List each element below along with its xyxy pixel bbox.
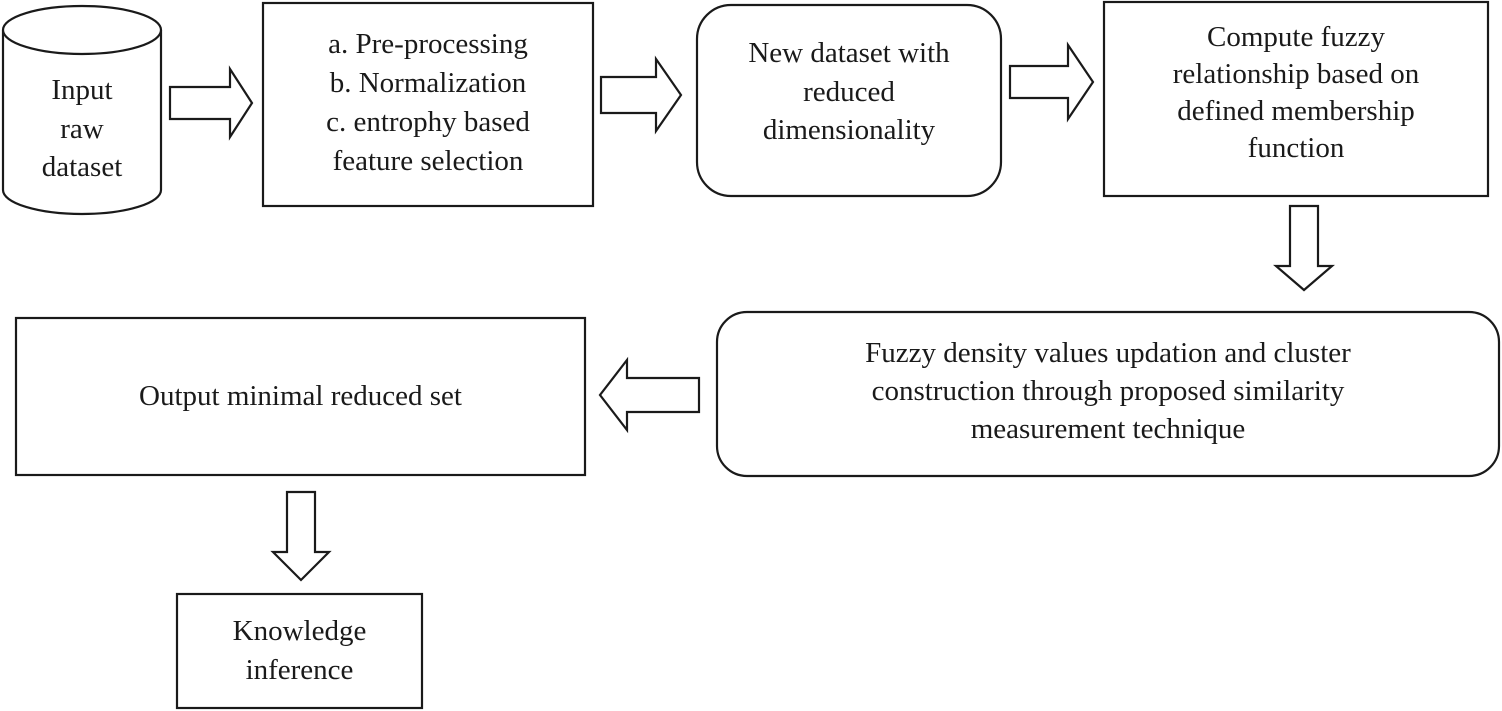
knowledge-label: Knowledge inference	[177, 594, 422, 708]
arrow-output-to-knowledge	[270, 490, 332, 582]
output-box	[14, 316, 587, 477]
fuzzy-density-line: measurement technique	[970, 412, 1246, 445]
arrow-steps-to-new-dataset	[599, 55, 683, 135]
fuzzy-density-label: Fuzzy density values updation and cluste…	[717, 318, 1499, 466]
input-label-line: raw	[60, 112, 104, 145]
step-entropy-selection-cont: feature selection	[332, 144, 524, 177]
compute-line: function	[1247, 132, 1345, 165]
input-dataset-label: Input raw dataset	[3, 54, 161, 204]
input-label-line: dataset	[41, 151, 123, 184]
fuzzy-density-line: construction through proposed similarity	[871, 375, 1345, 408]
output-line: Output minimal reduced set	[139, 380, 462, 413]
arrow-input-to-steps	[168, 65, 254, 141]
step-normalization: b. Normalization	[329, 67, 527, 100]
arrow-fuzzy-density-to-output	[598, 356, 701, 434]
input-label-line: Input	[51, 74, 113, 107]
arrow-compute-to-fuzzy-density	[1273, 204, 1335, 292]
new-dataset-line: New dataset with	[748, 37, 950, 70]
input-dataset-cylinder	[1, 4, 163, 216]
step-preprocessing: a. Pre-processing	[328, 28, 528, 61]
step-entropy-selection: c. entrophy based	[326, 106, 530, 138]
new-dataset-line: dimensionality	[762, 114, 936, 147]
preprocessing-steps-label: a. Pre-processing b. Normalization c. en…	[263, 8, 593, 198]
preprocessing-box	[261, 1, 595, 208]
new-dataset-line: reduced	[803, 75, 895, 108]
new-dataset-label: New dataset with reduced dimensionality	[697, 7, 1001, 177]
arrow-new-dataset-to-compute	[1008, 41, 1095, 123]
compute-line: Compute fuzzy	[1207, 20, 1385, 53]
new-dataset-box	[695, 3, 1003, 198]
compute-line: defined membership	[1177, 95, 1415, 127]
fuzzy-density-line: Fuzzy density values updation and cluste…	[865, 337, 1351, 370]
output-label: Output minimal reduced set	[16, 318, 585, 475]
fuzzy-density-box	[715, 310, 1501, 478]
compute-fuzzy-label: Compute fuzzy relationship based on defi…	[1104, 4, 1488, 182]
compute-fuzzy-box	[1102, 0, 1490, 198]
knowledge-box	[175, 592, 424, 710]
knowledge-line: Knowledge	[232, 615, 367, 648]
knowledge-line: inference	[245, 654, 354, 686]
compute-line: relationship based on	[1172, 57, 1420, 90]
